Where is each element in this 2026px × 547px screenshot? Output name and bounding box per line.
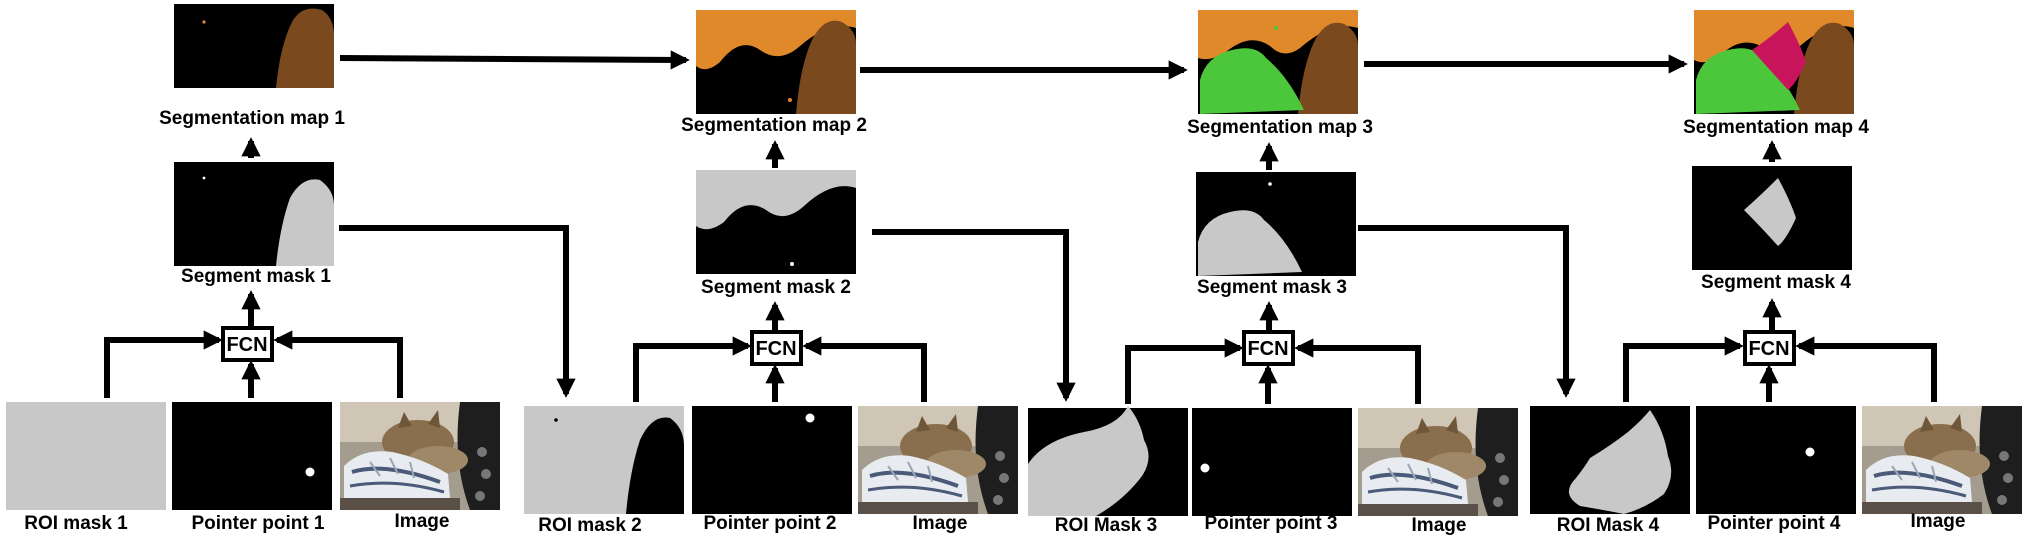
roi-mask-4 (1530, 406, 1690, 514)
pointer-point-2 (692, 406, 852, 514)
pointer-point-3-label: Pointer point 3 (1205, 513, 1338, 534)
input-image-3 (1356, 406, 1520, 518)
pointer-point-1 (172, 402, 332, 510)
stage-3: Segmentation map 3 Segment mask 3 FCN RO… (1028, 10, 1520, 536)
roi-mask-2-label: ROI mask 2 (538, 515, 642, 536)
fcn-block-4: FCN (1743, 330, 1796, 366)
stage-1: Segmentation map 1 Segment mask 1 FCN RO… (6, 4, 502, 534)
fcn-2-label: FCN (755, 338, 796, 360)
arrow-image2-to-fcn2 (802, 336, 927, 402)
arrow-mask1-to-roi2 (339, 225, 576, 398)
pointer-point-1-label: Pointer point 1 (192, 513, 325, 534)
segment-mask-1-label: Segment mask 1 (181, 266, 331, 287)
segment-mask-3 (1196, 172, 1356, 276)
fcn-1-label: FCN (226, 334, 267, 356)
segmentation-map-2 (696, 10, 856, 114)
fcn-4-label: FCN (1748, 338, 1789, 360)
segment-mask-1 (174, 162, 334, 266)
arrow-roi2-to-fcn2 (633, 336, 752, 402)
segment-mask-4-label: Segment mask 4 (1701, 272, 1851, 293)
pointer-point-4-label: Pointer point 4 (1708, 513, 1841, 534)
roi-mask-3-label: ROI Mask 3 (1055, 515, 1157, 536)
roi-mask-1-label: ROI mask 1 (24, 513, 128, 534)
input-image-2 (856, 404, 1020, 516)
segment-mask-3-label: Segment mask 3 (1197, 277, 1347, 298)
fcn-block-2: FCN (750, 330, 803, 366)
fcn-block-3: FCN (1242, 330, 1295, 366)
segment-mask-2-label: Segment mask 2 (701, 277, 851, 298)
stage-2: Segmentation map 2 Segment mask 2 FCN RO… (524, 10, 1020, 536)
arrow-mask2-to-roi3 (872, 229, 1076, 402)
fcn-3-label: FCN (1247, 338, 1288, 360)
roi-mask-3 (1028, 406, 1188, 516)
arrow-image4-to-fcn4 (1795, 336, 1937, 402)
roi-mask-1 (6, 402, 166, 510)
segmentation-map-3 (1198, 10, 1358, 115)
pointer-point-4 (1696, 406, 1856, 514)
image-3-label: Image (1412, 515, 1467, 536)
segmentation-map-2-label: Segmentation map 2 (681, 115, 867, 136)
roi-mask-4-label: ROI Mask 4 (1557, 515, 1660, 536)
arrow-image1-to-fcn1 (273, 330, 403, 398)
arrow-roi4-to-fcn4 (1623, 336, 1744, 402)
stage-4: Segmentation map 4 Segment mask 4 FCN RO… (1530, 10, 2024, 536)
image-2-label: Image (913, 513, 968, 534)
segmentation-map-4-label: Segmentation map 4 (1683, 117, 1869, 138)
pointer-point-2-label: Pointer point 2 (704, 513, 837, 534)
arrow-roi3-to-fcn3 (1125, 338, 1244, 404)
segmentation-map-1-label: Segmentation map 1 (159, 108, 345, 129)
image-1-label: Image (395, 511, 450, 532)
segmentation-map-1 (174, 4, 334, 88)
segment-mask-2 (696, 170, 856, 274)
pointer-point-3 (1192, 408, 1352, 516)
arrow-mask3-to-roi4 (1358, 225, 1576, 398)
input-image-1 (338, 400, 502, 512)
segment-mask-4 (1692, 166, 1852, 270)
fcn-block-1: FCN (221, 326, 274, 362)
arrow-map1-to-map2 (339, 50, 690, 70)
roi-mask-2 (524, 406, 684, 514)
arrow-roi1-to-fcn1 (104, 330, 223, 398)
image-4-label: Image (1911, 511, 1966, 532)
input-image-4 (1860, 404, 2024, 516)
segmentation-map-4 (1694, 10, 1854, 115)
segmentation-map-3-label: Segmentation map 3 (1187, 117, 1373, 138)
arrow-image3-to-fcn3 (1294, 338, 1421, 404)
